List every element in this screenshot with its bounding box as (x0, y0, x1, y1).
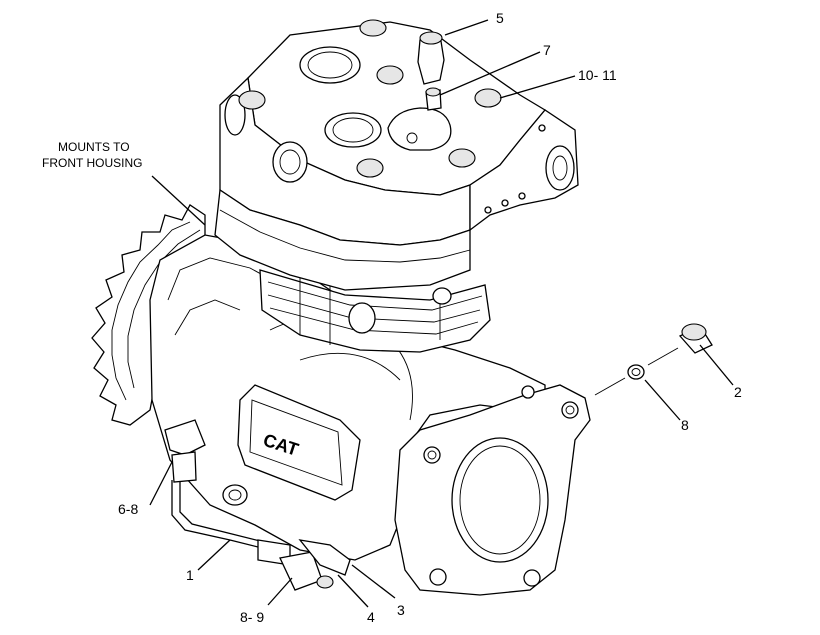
cat-nameplate: CAT (237, 384, 361, 501)
water-lines (164, 419, 351, 591)
callout-8-9: 8- 9 (240, 609, 264, 625)
cylinder-block (259, 269, 491, 353)
callout-4: 4 (367, 609, 375, 625)
callout-1: 1 (186, 567, 194, 583)
note-line-1: MOUNTS TO (58, 140, 130, 154)
washer-part-8 (627, 364, 645, 380)
callout-10-11: 10- 11 (578, 67, 617, 83)
note-line-2: FRONT HOUSING (42, 156, 142, 170)
discharge-flange (394, 384, 591, 596)
callout-8: 8 (681, 417, 689, 433)
callout-2: 2 (734, 384, 742, 400)
cylinder-head (214, 19, 579, 291)
leader-lines (149, 19, 734, 608)
plug-part-2 (678, 323, 713, 354)
callout-7: 7 (543, 42, 551, 58)
callout-5: 5 (496, 10, 504, 26)
callout-3: 3 (397, 602, 405, 618)
callout-6-8: 6-8 (118, 501, 138, 517)
